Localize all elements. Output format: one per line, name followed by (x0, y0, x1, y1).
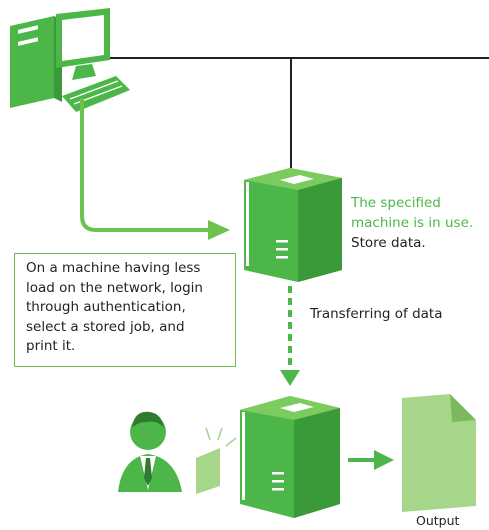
transfer-arrow (280, 286, 300, 386)
user-icon (118, 411, 182, 492)
computer-icon (10, 8, 130, 112)
network-lines (100, 57, 489, 168)
output-label: Output (416, 513, 460, 528)
output-document-icon (402, 394, 476, 512)
output-arrow (348, 450, 394, 470)
note-line-3: through authentication, (26, 299, 186, 315)
status-in-use-line1: The specified (351, 195, 441, 211)
note-box (14, 253, 236, 367)
note-line-1: On a machine having less (26, 260, 201, 276)
note-line-2: load on the network, login (26, 279, 203, 296)
id-card-icon (196, 427, 237, 494)
status-in-use-line2: machine is in use. (351, 215, 474, 231)
note-line-5: print it. (26, 338, 76, 354)
note-line-4: select a stored job, and (26, 318, 185, 335)
transfer-label: Transferring of data (310, 306, 443, 322)
print-arrow (80, 98, 230, 240)
note-text: On a machine having less load on the net… (26, 259, 232, 357)
bottom-printer-icon (240, 396, 340, 518)
status-store-data: Store data. (351, 235, 426, 251)
machine-status-text: The specified machine is in use. Store d… (351, 193, 473, 253)
top-printer-icon (244, 168, 342, 282)
